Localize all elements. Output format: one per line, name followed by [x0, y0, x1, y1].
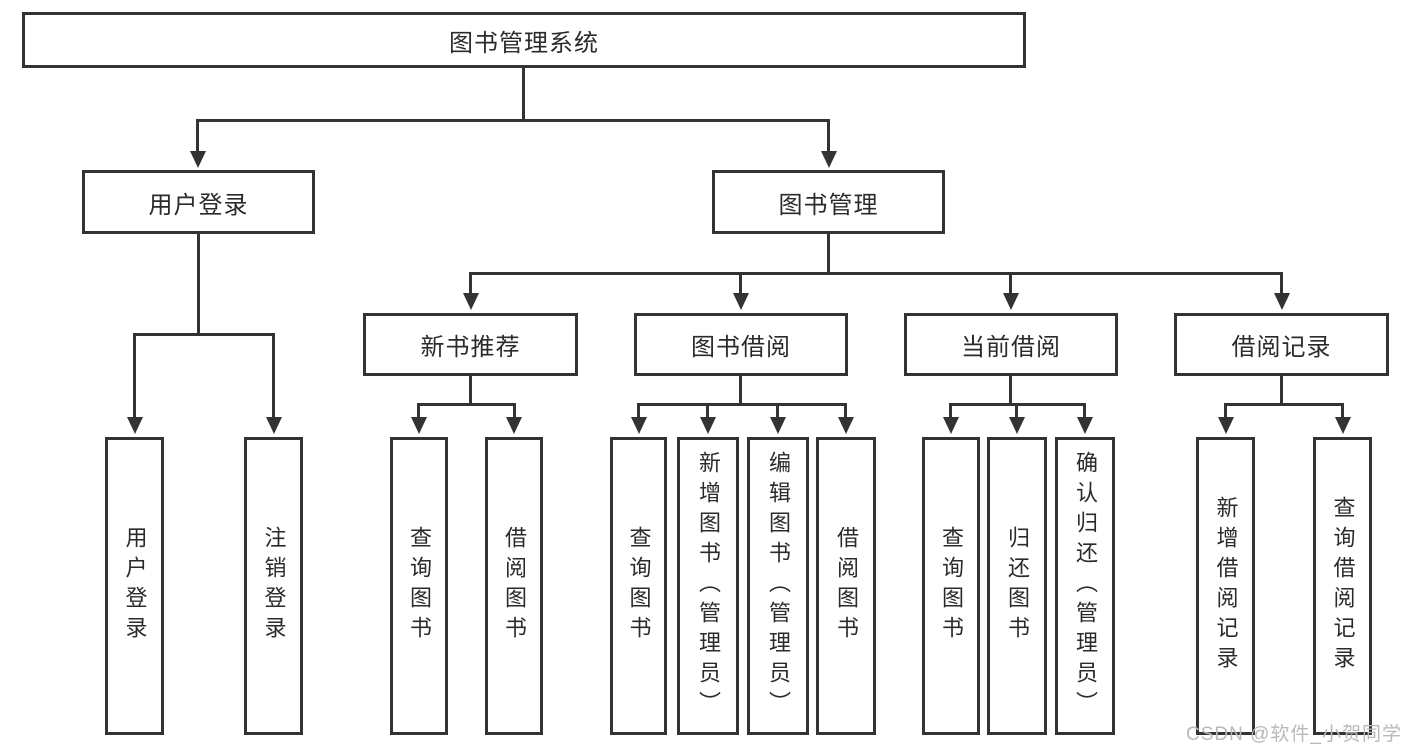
- connector-line: [272, 333, 275, 418]
- arrowhead-down-icon: [1003, 293, 1019, 310]
- connector-line: [1009, 376, 1012, 405]
- arrowhead-down-icon: [190, 151, 206, 168]
- node-leaf-query-book-2: 查询图书: [610, 437, 667, 735]
- node-leaf-borrow-book-2-label: 借阅图书: [834, 526, 859, 646]
- arrowhead-down-icon: [266, 417, 282, 434]
- connector-line: [827, 234, 830, 275]
- node-leaf-query-book-1-label: 查询图书: [407, 526, 432, 646]
- arrowhead-down-icon: [1077, 417, 1093, 434]
- node-borrowing-records-label: 借阅记录: [1231, 334, 1332, 361]
- node-user-login-label: 用户登录: [148, 191, 249, 219]
- connector-line: [417, 403, 516, 406]
- node-leaf-borrow-book-1-label: 借阅图书: [502, 526, 527, 646]
- node-leaf-confirm-return: 确认归还（管理员）: [1055, 437, 1115, 735]
- node-current-borrowing-label: 当前借阅: [961, 334, 1061, 361]
- node-new-book-recommend: 新书推荐: [363, 313, 578, 376]
- node-root: 图书管理系统: [22, 12, 1026, 68]
- node-leaf-confirm-return-label: 确认归还（管理员）: [1073, 451, 1098, 721]
- connector-line: [739, 376, 742, 405]
- arrowhead-down-icon: [821, 151, 837, 168]
- node-book-management: 图书管理: [712, 170, 945, 234]
- node-leaf-edit-book: 编辑图书（管理员）: [747, 437, 809, 735]
- connector-line: [522, 68, 525, 121]
- arrowhead-down-icon: [411, 417, 427, 434]
- node-leaf-add-book: 新增图书（管理员）: [677, 437, 739, 735]
- arrowhead-down-icon: [631, 417, 647, 434]
- connector-line: [1083, 403, 1086, 419]
- connector-line: [637, 403, 847, 406]
- node-leaf-add-borrow-record-label: 新增借阅记录: [1213, 496, 1239, 676]
- connector-line: [949, 403, 952, 419]
- node-leaf-user-login-label: 用户登录: [122, 526, 148, 646]
- connector-line: [637, 403, 640, 419]
- node-leaf-edit-book-label: 编辑图书（管理员）: [766, 451, 791, 721]
- arrowhead-down-icon: [463, 293, 479, 310]
- node-borrowing-records: 借阅记录: [1174, 313, 1389, 376]
- node-leaf-logout: 注销登录: [244, 437, 303, 735]
- node-leaf-return-book: 归还图书: [987, 437, 1047, 735]
- connector-line: [706, 403, 709, 419]
- node-leaf-logout-label: 注销登录: [261, 526, 287, 646]
- arrowhead-down-icon: [770, 417, 786, 434]
- connector-line: [1341, 403, 1344, 419]
- connector-line: [197, 234, 200, 336]
- arrowhead-down-icon: [127, 417, 143, 434]
- connector-line: [776, 403, 779, 419]
- connector-line: [739, 272, 742, 295]
- arrowhead-down-icon: [1009, 417, 1025, 434]
- node-leaf-add-book-label: 新增图书（管理员）: [696, 451, 721, 721]
- arrowhead-down-icon: [838, 417, 854, 434]
- arrowhead-down-icon: [1218, 417, 1234, 434]
- connector-line: [1015, 403, 1018, 419]
- connector-line: [1224, 403, 1344, 406]
- connector-line: [1224, 403, 1227, 419]
- node-leaf-query-book-1: 查询图书: [390, 437, 448, 735]
- connector-line: [417, 403, 420, 419]
- node-leaf-query-book-3-label: 查询图书: [939, 526, 964, 646]
- connector-line: [469, 376, 472, 405]
- csdn-watermark: CSDN @软件_小贺同学: [1186, 724, 1402, 745]
- node-book-borrowing-label: 图书借阅: [691, 334, 791, 361]
- node-leaf-borrow-book-1: 借阅图书: [485, 437, 543, 735]
- connector-line: [1280, 272, 1283, 295]
- node-leaf-query-borrow-record-label: 查询借阅记录: [1330, 496, 1356, 676]
- node-leaf-query-borrow-record: 查询借阅记录: [1313, 437, 1372, 735]
- connector-line: [1280, 376, 1283, 405]
- connector-line: [469, 272, 472, 295]
- node-leaf-query-book-3: 查询图书: [922, 437, 980, 735]
- connector-line: [513, 403, 516, 419]
- connector-line: [133, 333, 136, 418]
- connector-line: [469, 272, 1283, 275]
- connector-line: [133, 333, 275, 336]
- node-leaf-return-book-label: 归还图书: [1005, 526, 1030, 646]
- node-root-label: 图书管理系统: [449, 29, 599, 57]
- arrowhead-down-icon: [943, 417, 959, 434]
- node-book-management-label: 图书管理: [778, 191, 879, 219]
- arrowhead-down-icon: [1274, 293, 1290, 310]
- connector-line: [827, 119, 830, 153]
- arrowhead-down-icon: [506, 417, 522, 434]
- node-leaf-user-login: 用户登录: [105, 437, 164, 735]
- node-user-login: 用户登录: [82, 170, 315, 234]
- connector-line: [1009, 272, 1012, 295]
- node-leaf-add-borrow-record: 新增借阅记录: [1196, 437, 1255, 735]
- node-book-borrowing: 图书借阅: [634, 313, 848, 376]
- connector-line: [196, 119, 830, 122]
- connector-line: [196, 119, 199, 153]
- node-new-book-recommend-label: 新书推荐: [420, 334, 521, 361]
- node-leaf-query-book-2-label: 查询图书: [626, 526, 652, 646]
- arrowhead-down-icon: [733, 293, 749, 310]
- arrowhead-down-icon: [1335, 417, 1351, 434]
- connector-line: [844, 403, 847, 419]
- node-leaf-borrow-book-2: 借阅图书: [816, 437, 876, 735]
- node-current-borrowing: 当前借阅: [904, 313, 1118, 376]
- arrowhead-down-icon: [700, 417, 716, 434]
